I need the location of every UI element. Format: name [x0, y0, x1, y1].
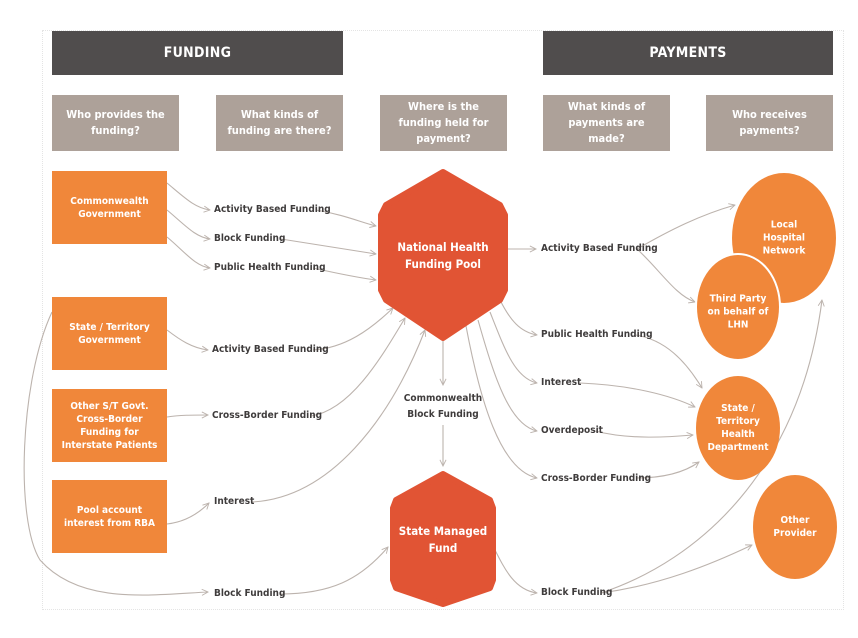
funding-cross-border: Cross-Border Funding: [212, 410, 323, 421]
cw-block-funding-label: Commonwealth Block Funding: [403, 393, 483, 420]
national-pool-hexagon: [378, 169, 508, 341]
flow-overdeposit-state: [594, 430, 693, 437]
question-payment-kinds: What kinds of payments are made?: [543, 95, 670, 151]
funding-cw-public-health: Public Health Funding: [214, 262, 326, 273]
other-provider-circle: [753, 475, 837, 579]
recipient-lhn: Local Hospital Network: [762, 219, 806, 257]
recipient-third-party: Third Party on behalf of LHN: [707, 293, 769, 331]
payment-overdeposit: Overdeposit: [541, 425, 603, 436]
flow-block-lhn: [600, 300, 822, 594]
flow-activity-lhn: [636, 205, 735, 250]
source-commonwealth: Commonwealth Government: [52, 171, 167, 244]
flow-st-block-loop: [23, 311, 208, 595]
flow-xb-pool: [310, 318, 405, 417]
diagram-frame: [42, 30, 844, 610]
flow-activity-thirdparty: [636, 248, 695, 302]
question-who-provides: Who provides the funding?: [52, 95, 179, 151]
flow-interest-pool: [251, 330, 425, 503]
flow-rba-interest: [166, 503, 209, 525]
payment-interest: Interest: [541, 377, 582, 388]
flow-cw-activity: [166, 182, 210, 210]
funding-cw-block: Block Funding: [214, 233, 286, 244]
flow-pool-interest: [489, 311, 537, 383]
payment-public-health: Public Health Funding: [541, 329, 653, 340]
payment-activity: Activity Based Funding: [541, 243, 658, 254]
source-cross-border: Other S/T Govt. Cross-Border Funding for…: [52, 389, 167, 462]
flow-block-pool: [280, 238, 376, 254]
payment-cross-border: Cross-Border Funding: [541, 473, 652, 484]
question-funding-kinds: What kinds of funding are there?: [216, 95, 343, 151]
flow-block-smf: [279, 547, 388, 595]
recipient-other-provider: Other Provider: [773, 515, 817, 539]
flow-pool-crossborder: [465, 325, 537, 478]
flow-st-activity: [166, 329, 208, 350]
recipient-state-health: State / Territory Health Department: [707, 403, 769, 453]
flow-cw-block: [166, 209, 210, 239]
funding-interest: Interest: [214, 496, 255, 507]
source-rba-interest: Pool account interest from RBA: [52, 480, 167, 553]
payment-block: Block Funding: [541, 587, 613, 598]
flow-public-pool: [312, 267, 376, 280]
state-health-circle: [696, 376, 780, 480]
question-where-held: Where is the funding held for payment?: [380, 95, 507, 151]
state-managed-fund-hexagon: [390, 471, 496, 607]
funding-cw-activity: Activity Based Funding: [214, 204, 331, 215]
flow-interest-state: [579, 382, 695, 407]
flow-pool-public: [499, 299, 537, 335]
flow-xb-funding: [166, 415, 208, 417]
funding-st-block: Block Funding: [214, 588, 286, 599]
flow-activity-pool: [315, 209, 376, 226]
flow-pool-overdeposit: [477, 319, 537, 431]
question-who-receives: Who receives payments?: [706, 95, 833, 151]
source-state-territory: State / Territory Government: [52, 297, 167, 370]
state-managed-fund-label: State Managed Fund: [398, 524, 488, 555]
third-party-circle: [695, 253, 781, 361]
payments-header: PAYMENTS: [543, 31, 833, 75]
flow-smf-block: [493, 547, 537, 593]
flow-crossborder-state: [635, 462, 699, 479]
funding-st-activity: Activity Based Funding: [212, 344, 329, 355]
funding-header: FUNDING: [52, 31, 343, 75]
national-pool-label: National Health Funding Pool: [397, 240, 489, 271]
flow-block-other: [600, 545, 752, 594]
flow-st-activity-pool: [312, 308, 393, 351]
flow-cw-public: [166, 236, 210, 268]
flow-public-state: [635, 334, 702, 388]
